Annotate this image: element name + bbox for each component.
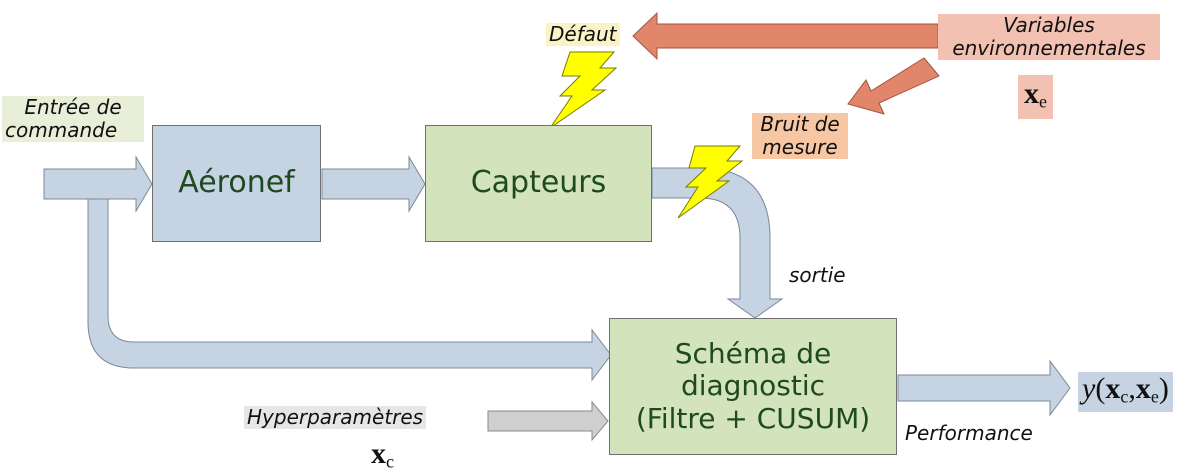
- capteurs-block: Capteurs: [425, 125, 652, 242]
- hyperparameters-label: Hyperparamètres: [244, 406, 427, 429]
- xe-letter: x: [1024, 77, 1039, 110]
- hyperparameters-arrow: [487, 400, 609, 442]
- schema-line-2: diagnostic: [680, 369, 826, 403]
- sortie-label: sortie: [789, 263, 846, 287]
- output-arrow: [897, 359, 1071, 417]
- aeronef-label: Aéronef: [178, 165, 295, 201]
- capteurs-label: Capteurs: [470, 165, 607, 201]
- schema-line-3: (Filtre + CUSUM): [635, 401, 871, 435]
- aeronef-to-capteurs-arrow: [321, 155, 426, 213]
- lightning-icon: [549, 51, 618, 129]
- bruit-line-1: Bruit de: [760, 112, 840, 136]
- bruit-arrow: [847, 57, 940, 115]
- y-arg1-sub: c: [1120, 386, 1129, 407]
- y-arg2-letter: x: [1135, 372, 1151, 405]
- entree-line-1: Entrée de: [24, 95, 122, 119]
- defaut-label: Défaut: [546, 23, 620, 46]
- performance-label: Performance: [905, 421, 1033, 445]
- xe-symbol: xe: [1018, 75, 1053, 119]
- sortie-arrow: [651, 167, 784, 319]
- aeronef-block: Aéronef: [152, 125, 321, 242]
- input-arrow: [43, 155, 153, 213]
- diagnostic-scheme-block: Schéma de diagnostic (Filtre + CUSUM): [609, 318, 897, 455]
- y-arg2-sub: e: [1150, 386, 1159, 407]
- schema-line-1: Schéma de: [674, 337, 832, 371]
- environmental-variables-label: Variables environnementales: [938, 14, 1160, 60]
- variables-line-2: environnementales: [952, 36, 1146, 60]
- xc-symbol: xc: [371, 439, 394, 471]
- y-comma: ,: [1128, 372, 1136, 405]
- performance-function: y(xc,xe): [1078, 372, 1173, 412]
- y-open-paren: (: [1095, 372, 1106, 405]
- y-close-paren: ): [1158, 372, 1169, 405]
- control-input-label: Entrée de commande: [2, 96, 144, 142]
- xe-subscript: e: [1039, 91, 1047, 112]
- feedforward-arrow: [87, 198, 612, 382]
- xc-subscript: c: [386, 451, 394, 472]
- y-function: y: [1082, 372, 1096, 405]
- bruit-line-2: mesure: [762, 135, 838, 159]
- xc-letter: x: [371, 437, 386, 470]
- lightning-icon: [677, 145, 744, 219]
- variables-line-1: Variables: [1003, 13, 1095, 37]
- entree-line-2: commande: [5, 118, 118, 142]
- measurement-noise-label: Bruit de mesure: [752, 113, 848, 159]
- defaut-arrow: [632, 11, 939, 61]
- y-arg1-letter: x: [1105, 372, 1121, 405]
